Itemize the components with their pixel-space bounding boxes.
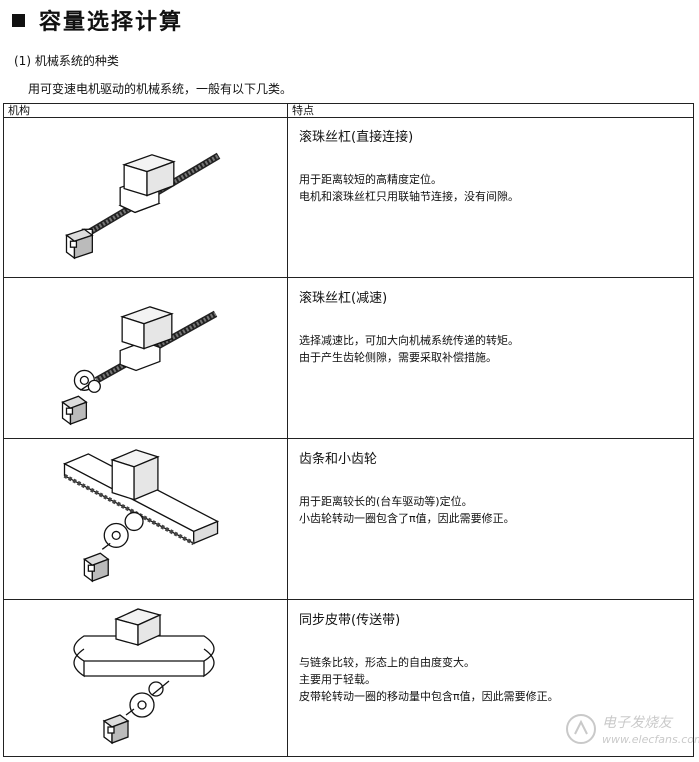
- ballscrew-direct-diagram-icon: [65, 152, 221, 260]
- feature-line: 主要用于轻载。: [299, 673, 376, 686]
- feature-line: 由于产生齿轮侧隙，需要采取补偿措施。: [299, 351, 497, 364]
- feature-line: 皮带轮转动一圈的移动量中包含π值，因此需要修正。: [299, 690, 559, 703]
- features-cell: 滚珠丝杠(直接连接) 用于距离较短的高精度定位。 电机和滚珠丝杠只用联轴节连接，…: [288, 118, 693, 277]
- feature-title: 同步皮带(传送带): [299, 613, 401, 628]
- feature-line: 用于距离较长的(台车驱动等)定位。: [299, 495, 473, 508]
- mechanism-cell: [4, 601, 287, 756]
- feature-title: 齿条和小齿轮: [299, 452, 378, 467]
- mechanism-cell: [4, 279, 287, 438]
- header-features: 特点: [292, 104, 314, 117]
- feature-line: 用于距离较短的高精度定位。: [299, 173, 442, 186]
- watermark-url: www.elecfans.com: [602, 733, 699, 746]
- features-cell: 齿条和小齿轮 用于距离较长的(台车驱动等)定位。 小齿轮转动一圈包含了π值，因此…: [288, 440, 693, 599]
- mechanism-table: 机构 特点: [3, 103, 694, 757]
- page-title: 容量选择计算: [39, 10, 184, 35]
- table-header: 机构 特点: [4, 104, 693, 118]
- watermark-text: 电子发烧友: [602, 715, 672, 731]
- feature-title: 滚珠丝杠(减速): [299, 291, 388, 306]
- intro-text: 用可变速电机驱动的机械系统，一般有以下几类。: [28, 82, 293, 96]
- column-divider: [287, 104, 288, 756]
- watermark-logo-icon: [566, 714, 596, 744]
- watermark: 电子发烧友 www.elecfans.com: [564, 712, 699, 754]
- header-mechanism: 机构: [8, 104, 30, 117]
- conveyor-belt-diagram-icon: [73, 608, 215, 745]
- mechanism-cell: [4, 440, 287, 599]
- table-row-ballscrew-reduction: 滚珠丝杠(减速) 选择减速比，可加大向机械系统传递的转矩。 由于产生齿轮侧隙，需…: [4, 279, 693, 439]
- ballscrew-reduction-diagram-icon: [61, 306, 218, 426]
- feature-line: 小齿轮转动一圈包含了π值，因此需要修正。: [299, 512, 515, 525]
- title-bullet-square: [12, 13, 25, 27]
- section-heading: (1) 机械系统的种类: [14, 54, 119, 68]
- table-row-ballscrew-direct: 滚珠丝杠(直接连接) 用于距离较短的高精度定位。 电机和滚珠丝杠只用联轴节连接，…: [4, 118, 693, 278]
- feature-line: 与链条比较，形态上的自由度变大。: [299, 656, 475, 669]
- feature-line: 电机和滚珠丝杠只用联轴节连接，没有间隙。: [299, 190, 519, 203]
- page-title-row: 容量选择计算: [12, 4, 183, 36]
- features-cell: 滚珠丝杠(减速) 选择减速比，可加大向机械系统传递的转矩。 由于产生齿轮侧隙，需…: [288, 279, 693, 438]
- features-cell: 同步皮带(传送带) 与链条比较，形态上的自由度变大。 主要用于轻载。 皮带轮转动…: [288, 601, 693, 756]
- feature-title: 滚珠丝杠(直接连接): [299, 130, 414, 145]
- table-row-conveyor-belt: 同步皮带(传送带) 与链条比较，形态上的自由度变大。 主要用于轻载。 皮带轮转动…: [4, 601, 693, 756]
- feature-line: 选择减速比，可加大向机械系统传递的转矩。: [299, 334, 519, 347]
- rack-pinion-diagram-icon: [62, 449, 220, 583]
- mechanism-cell: [4, 118, 287, 277]
- table-row-rack-pinion: 齿条和小齿轮 用于距离较长的(台车驱动等)定位。 小齿轮转动一圈包含了π值，因此…: [4, 440, 693, 600]
